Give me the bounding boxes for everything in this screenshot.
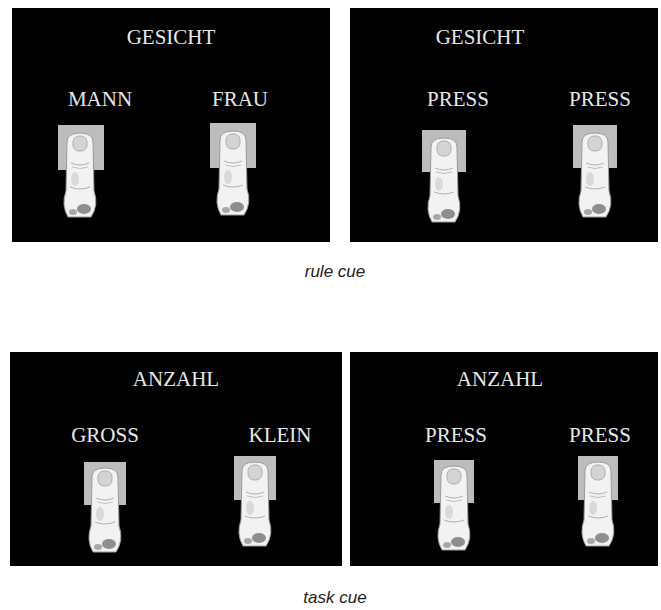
panel-caption: task cue <box>303 588 366 608</box>
cue-panel: GESICHT PRESS PRESS <box>350 8 658 242</box>
key-label: FRAU <box>212 88 268 111</box>
key-label: PRESS <box>427 88 489 111</box>
key-label: MANN <box>68 88 132 111</box>
key-label: KLEIN <box>249 424 312 447</box>
cue-heading: ANZAHL <box>133 368 219 391</box>
key-label: PRESS <box>569 88 631 111</box>
cue-panel: ANZAHL PRESS PRESS <box>350 352 658 566</box>
cue-panel: ANZAHL GROSS KLEIN <box>10 352 342 566</box>
cue-panel: GESICHT MANN FRAU <box>12 8 330 242</box>
key-label: GROSS <box>71 424 139 447</box>
key-label: PRESS <box>569 424 631 447</box>
cue-heading: ANZAHL <box>457 368 543 391</box>
cue-heading: GESICHT <box>436 26 525 49</box>
panel-caption: rule cue <box>305 262 365 282</box>
cue-heading: GESICHT <box>127 26 216 49</box>
key-label: PRESS <box>425 424 487 447</box>
